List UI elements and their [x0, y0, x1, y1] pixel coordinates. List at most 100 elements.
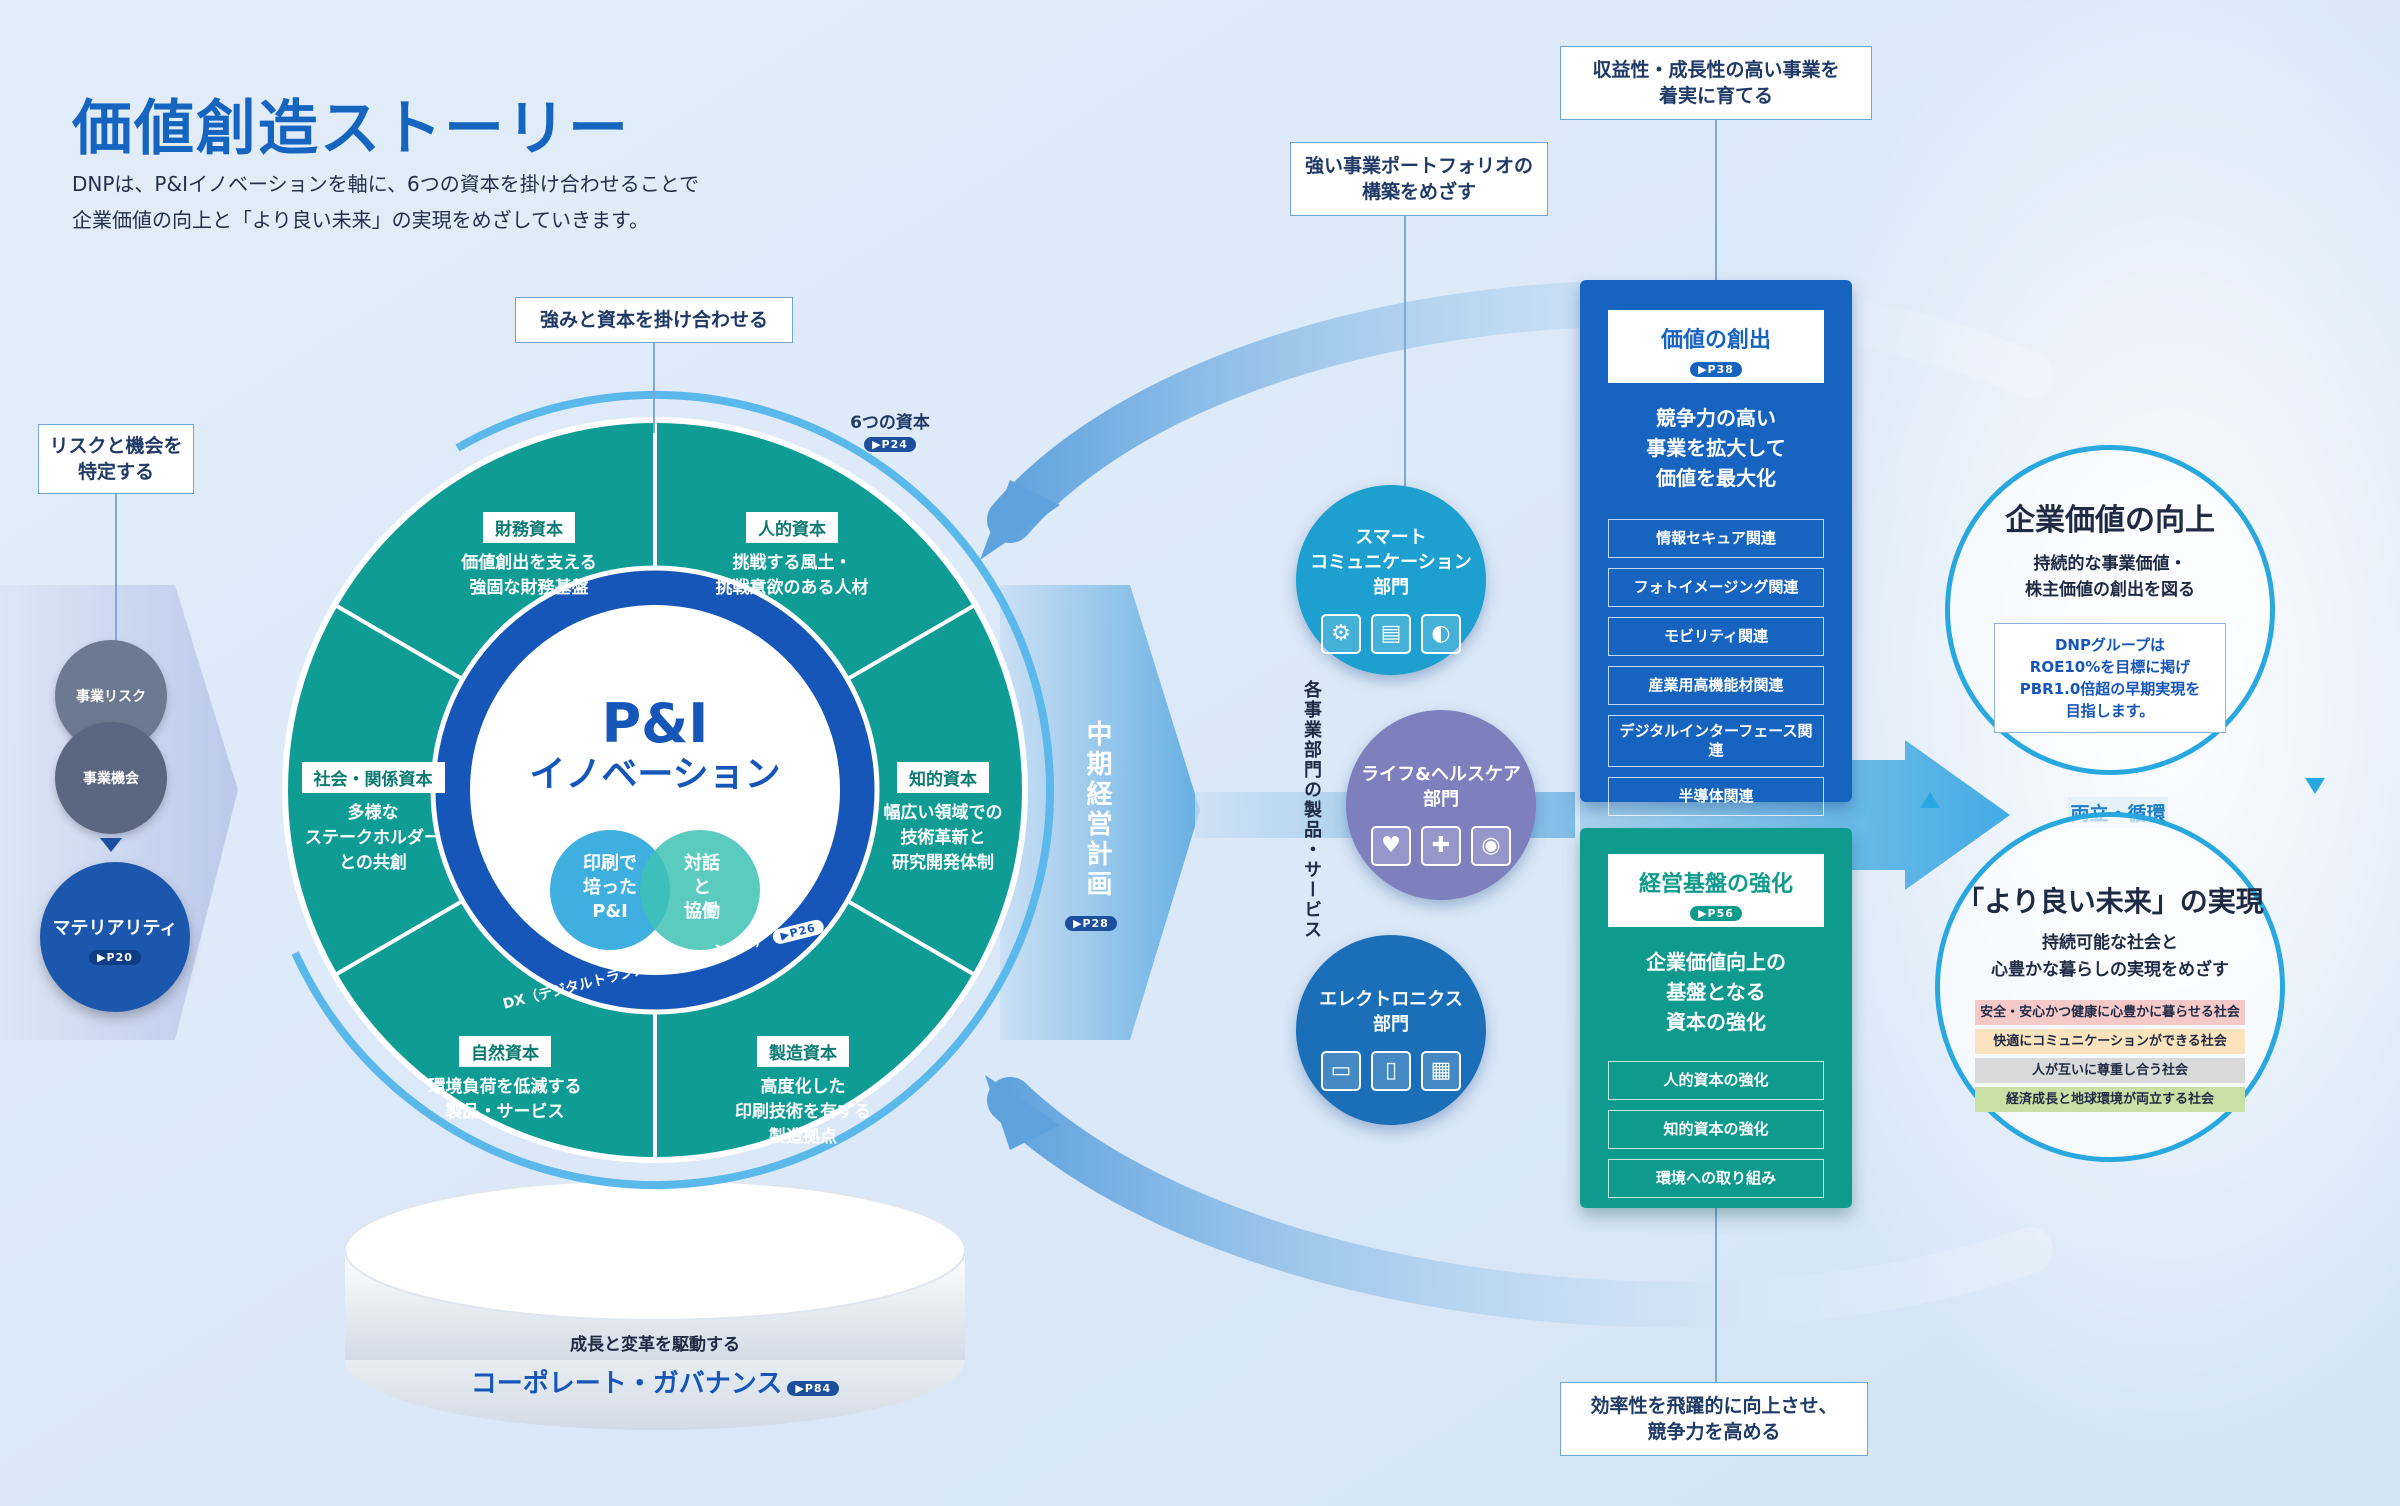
capital-desc-line: 挑戦意欲のある人材 [715, 578, 869, 598]
core-left-line: 培った [583, 877, 637, 898]
core-left-line: 印刷で [583, 853, 637, 874]
core-title: P&I イノベーション [505, 695, 805, 797]
materiality-label: マテリアリティ [52, 918, 178, 939]
value-creation-item: 情報セキュア関連 [1608, 519, 1824, 558]
department-name-line: コミュニケーション [1310, 552, 1472, 573]
hands-care-icon: ♥ [1371, 826, 1411, 866]
callout-profit: 収益性・成長性の高い事業を着実に育てる [1560, 46, 1872, 120]
callout-portfolio-line [1404, 216, 1406, 490]
roe-target-line: ROE10%を目標に掲げ [2029, 658, 2191, 676]
capital-desc-line: 技術革新と [900, 828, 986, 848]
midterm-plan-ref-wrap: ▶P28 [1065, 912, 1117, 931]
value-creation-item: 半導体関連 [1608, 777, 1824, 816]
book-icon: ▤ [1371, 614, 1411, 654]
callout-efficiency-line [1715, 1208, 1717, 1382]
foundation-panel: 経営基盤の強化 ▶P56 企業価値向上の 基盤となる 資本の強化 人的資本の強化… [1580, 828, 1852, 1208]
capital-desc-line: 環境負荷を低減する [428, 1077, 582, 1097]
chip-icon: ▦ [1421, 1051, 1461, 1091]
capitals-header: 6つの資本 ▶P24 [830, 408, 950, 452]
callout-risk-line-2: 特定する [77, 461, 154, 483]
capital-name: 社会・関係資本 [301, 762, 445, 793]
value-creation-ref: ▶P38 [1690, 362, 1742, 377]
corporate-value-content: 企業価値の向上 持続的な事業価値・ 株主価値の創出を図る DNPグループは RO… [1950, 495, 2270, 733]
core-right-line: と [693, 877, 711, 898]
capital-desc-line: 幅広い領域での [883, 803, 1003, 823]
foundation-body-line: 資本の強化 [1666, 1010, 1766, 1034]
materiality-down-arrow-icon [100, 838, 122, 852]
midterm-plan-label: 中期経営計画 [1082, 720, 1112, 900]
smartphone-icon: ▯ [1371, 1051, 1411, 1091]
capital-human: 人的資本 挑戦する風土・挑戦意欲のある人材 [667, 512, 917, 601]
department-life-healthcare: ライフ&ヘルスケア 部門 ♥ ✚ ◉ [1346, 710, 1536, 900]
capital-desc-line: ステークホルダー [305, 828, 441, 848]
society-item-respect: 人が互いに尊重し合う社会 [1975, 1058, 2245, 1083]
value-creation-item: 産業用高機能材関連 [1608, 666, 1824, 705]
roe-target-line: DNPグループは [2054, 636, 2166, 654]
governance-ref: ▶P84 [787, 1381, 840, 1396]
capital-desc-line: 製品・サービス [445, 1102, 565, 1122]
car-icon: ◉ [1471, 826, 1511, 866]
roe-target-line: 目指します。 [2065, 702, 2155, 720]
intro-line-1: DNPは、P&Iイノベーションを軸に、6つの資本を掛け合わせることで [72, 172, 700, 196]
governance: 成長と変革を駆動する コーポレート・ガバナンス ▶P84 [380, 1330, 930, 1400]
foundation-body-line: 基盤となる [1666, 980, 1766, 1004]
callout-profit-line-1: 収益性・成長性の高い事業を [1592, 59, 1840, 81]
future-title: 「より良い未来」の実現 [1956, 885, 2264, 918]
capital-desc-line: 多様な [347, 803, 399, 823]
capital-name: 製造資本 [757, 1036, 849, 1067]
capital-desc-line: 挑戦する風土・ [732, 553, 852, 573]
capital-desc-line: との共創 [339, 853, 407, 873]
capital-desc-line: 高度化した [760, 1077, 846, 1097]
society-item-communication: 快適にコミュニケーションができる社会 [1975, 1029, 2245, 1054]
department-name-line: 部門 [1423, 789, 1459, 810]
callout-risk: リスクと機会を特定する [38, 424, 194, 494]
capital-manufactured: 製造資本 高度化した印刷技術を有する製造拠点 [678, 1036, 928, 1150]
core-right-line: 対話 [684, 853, 720, 874]
callout-portfolio: 強い事業ポートフォリオの構築をめざす [1290, 142, 1548, 216]
society-item-environment: 経済成長と地球環境が両立する社会 [1975, 1087, 2245, 1112]
foundation-ref: ▶P56 [1690, 906, 1742, 921]
callout-strength: 強みと資本を掛け合わせる [515, 297, 793, 343]
core-title-line-2: イノベーション [529, 754, 781, 795]
capital-desc-line: 印刷技術を有する [735, 1102, 871, 1122]
capital-natural: 自然資本 環境負荷を低減する製品・サービス [380, 1036, 630, 1125]
products-label: 各事業部門の製品・サービス [1301, 680, 1322, 940]
value-creation-header: 価値の創出 ▶P38 [1608, 310, 1824, 383]
cycle-arrow-up-icon [1920, 792, 1940, 808]
materiality-ref: ▶P20 [89, 950, 141, 965]
department-smart-communication: スマート コミュニケーション 部門 ⚙ ▤ ◐ [1296, 485, 1486, 675]
value-creation-title: 価値の創出 [1660, 328, 1771, 353]
value-creation-panel: 価値の創出 ▶P38 競争力の高い 事業を拡大して 価値を最大化 情報セキュア関… [1580, 280, 1852, 816]
society-item-safe: 安全・安心かつ健康に心豊かに暮らせる社会 [1975, 1000, 2245, 1025]
capital-desc-line: 製造拠点 [769, 1127, 837, 1147]
midterm-plan-ref: ▶P28 [1065, 916, 1117, 931]
network-icon: ⚙ [1321, 614, 1361, 654]
callout-risk-line-1: リスクと機会を [49, 435, 183, 457]
page-title: 価値創造ストーリー [72, 94, 630, 164]
core-left-line: P&I [592, 901, 628, 922]
monitor-icon: ▭ [1321, 1051, 1361, 1091]
capital-desc-line: 強固な財務基盤 [469, 578, 589, 598]
callout-strength-line [653, 343, 655, 433]
vr-headset-icon: ◐ [1421, 614, 1461, 654]
governance-title: コーポレート・ガバナンス [470, 1369, 783, 1399]
capital-financial: 財務資本 価値創出を支える強固な財務基盤 [404, 512, 654, 601]
callout-portfolio-line-2: 構築をめざす [1361, 181, 1476, 203]
value-creation-item: デジタルインターフェース関連 [1608, 715, 1824, 767]
capital-name: 財務資本 [483, 512, 575, 543]
callout-profit-line [1715, 120, 1717, 280]
capital-desc-line: 価値創出を支える [461, 553, 597, 573]
medicine-icon: ✚ [1421, 826, 1461, 866]
callout-risk-line [115, 494, 117, 644]
department-name-line: 部門 [1373, 577, 1409, 598]
future-content: 「より良い未来」の実現 持続可能な社会と 心豊かな暮らしの実現をめざす 安全・安… [1940, 880, 2280, 1112]
foundation-item: 環境への取り組み [1608, 1159, 1824, 1198]
core-left-circle: 印刷で 培った P&I [560, 852, 660, 924]
roe-target-line: PBR1.0倍超の早期実現を [2019, 680, 2201, 698]
business-opportunity-circle: 事業機会 [55, 722, 167, 834]
foundation-body-line: 企業価値向上の [1646, 950, 1786, 974]
value-creation-body-line: 事業を拡大して [1646, 436, 1786, 460]
capital-desc-line: 研究開発体制 [892, 853, 994, 873]
department-name-line: ライフ&ヘルスケア [1361, 764, 1521, 785]
governance-subtitle: 成長と変革を駆動する [570, 1335, 740, 1355]
